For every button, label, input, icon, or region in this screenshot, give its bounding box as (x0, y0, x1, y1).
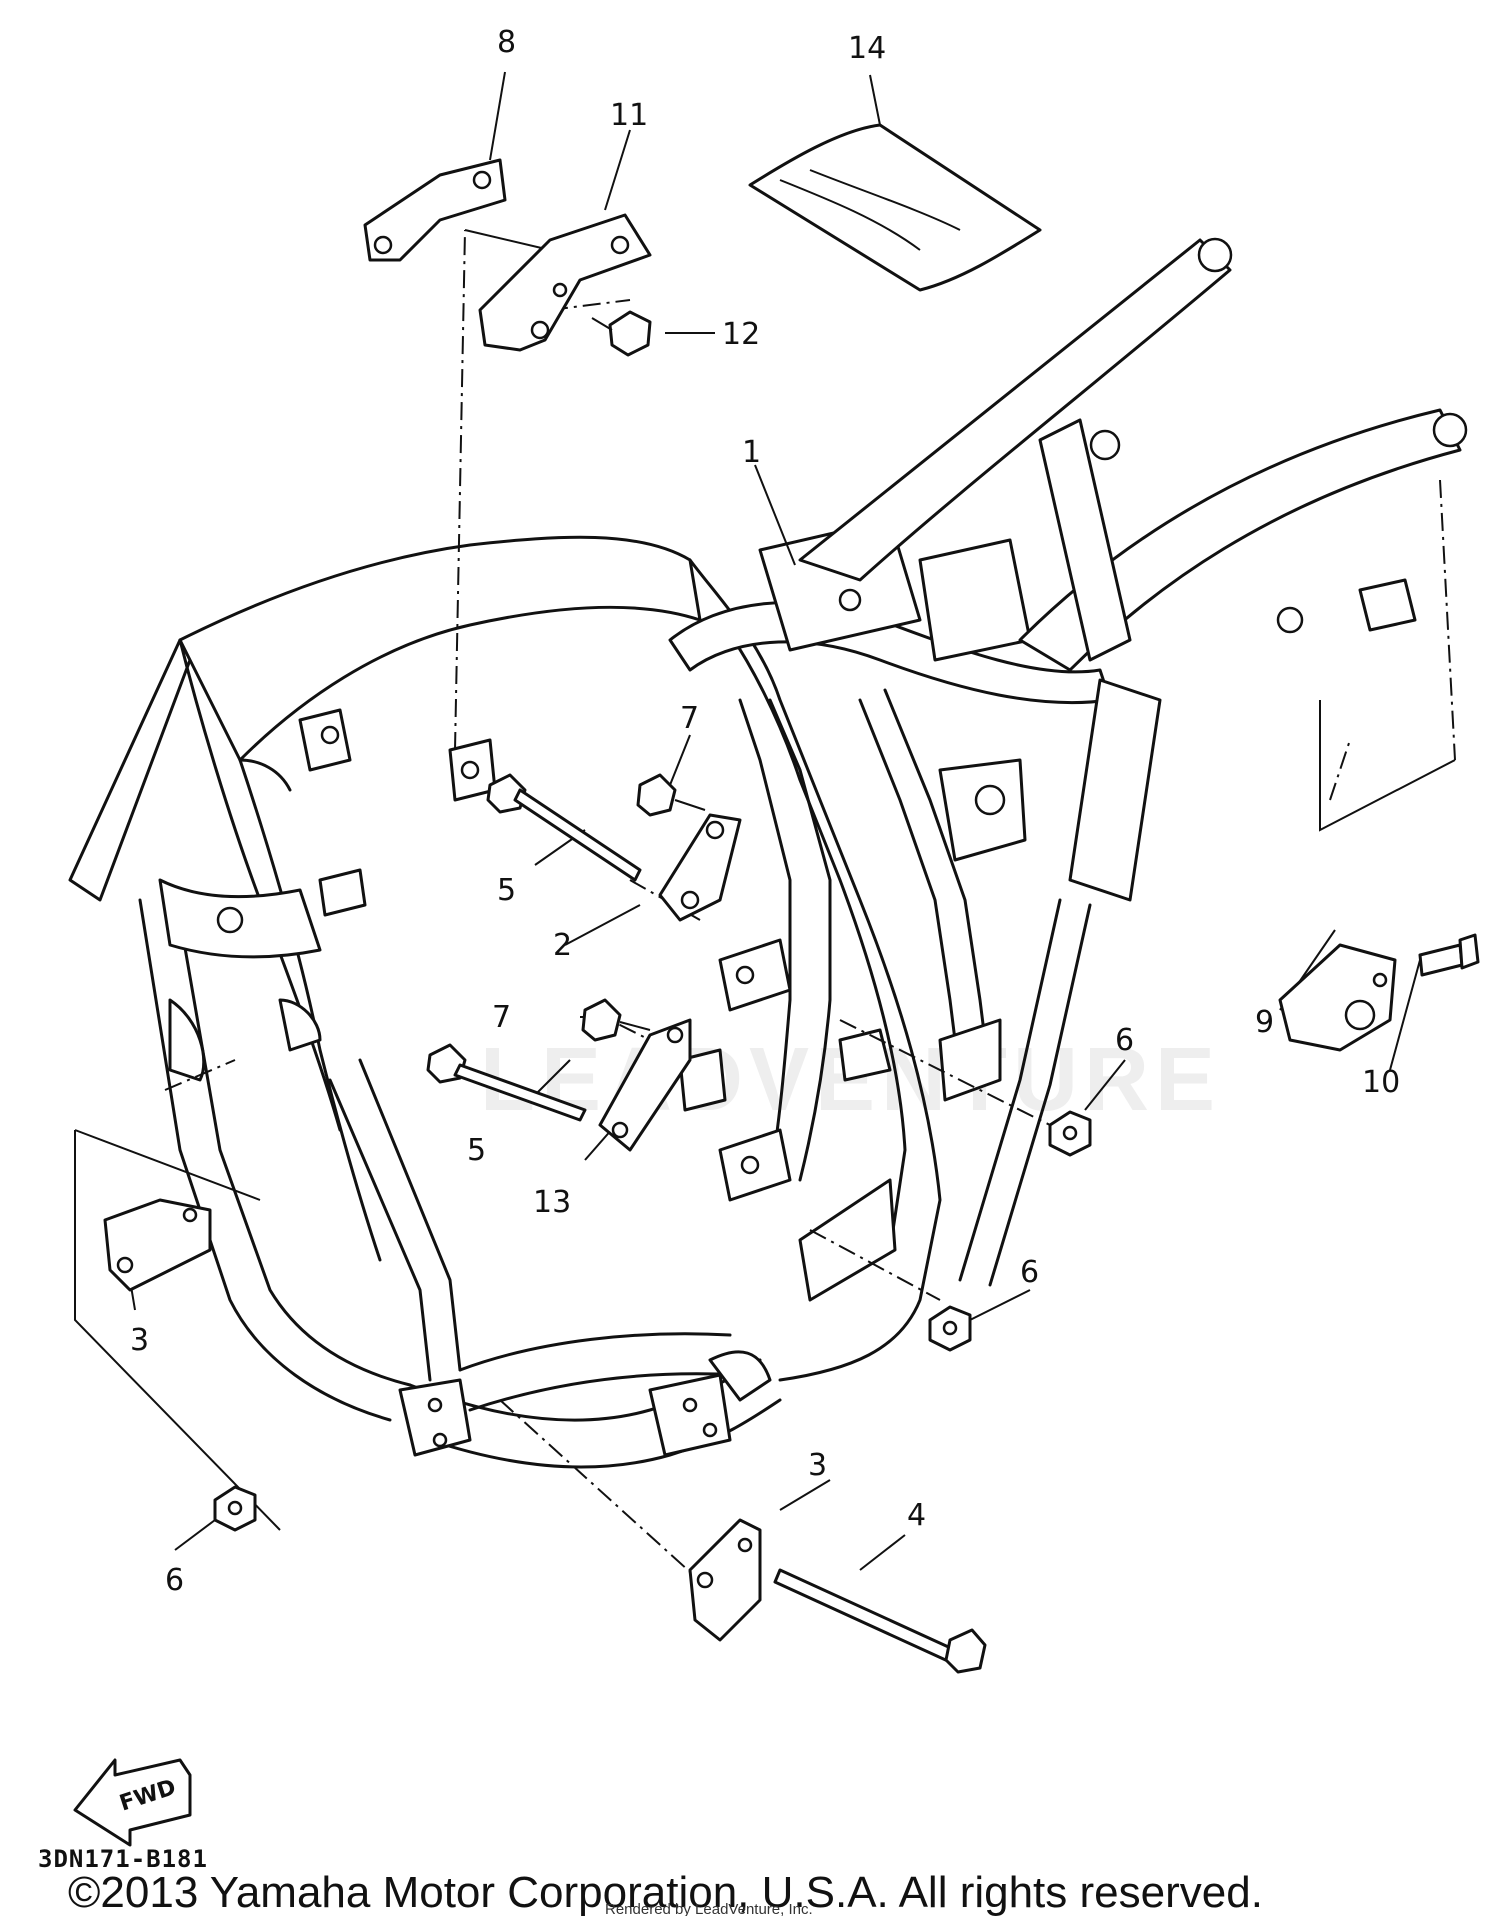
part-6-nut-upper (1048, 1110, 1092, 1157)
part-label-6-upper: 6 (1115, 1023, 1134, 1058)
part-11-bracket (478, 213, 652, 352)
part-3-bracket-left (103, 1198, 212, 1292)
part-label-6-lower: 6 (165, 1563, 184, 1598)
part-label-5-lower: 5 (467, 1133, 486, 1168)
part-label-9: 9 (1255, 1005, 1274, 1040)
part-7-bolt-lower (581, 998, 651, 1042)
fwd-arrow-icon: FWD (73, 1758, 192, 1847)
part-5-bolt-upper (486, 773, 642, 882)
part-number-labels: 1 2 3 3 4 5 5 6 6 6 7 7 8 9 10 11 12 13 … (130, 25, 1400, 1598)
diagram-reference-code: 3DN171-B181 (38, 1845, 208, 1873)
rendered-by-credit: Rendered by LeadVenture, Inc. (605, 1901, 813, 1916)
part-label-8: 8 (497, 25, 516, 60)
part-label-4: 4 (907, 1498, 926, 1533)
leader-lines (74, 71, 1456, 1591)
part-label-3-right: 3 (808, 1448, 827, 1483)
part-label-5-upper: 5 (497, 873, 516, 908)
copyright-notice: ©2013 Yamaha Motor Corporation, U.S.A. A… (68, 1868, 1263, 1916)
part-8-bracket (363, 158, 507, 262)
part-label-6-middle: 6 (1020, 1255, 1039, 1290)
part-label-7-upper: 7 (680, 701, 699, 736)
part-6-nut-middle (928, 1305, 972, 1352)
part-label-11: 11 (610, 98, 648, 133)
part-label-7-lower: 7 (492, 1000, 511, 1035)
part-10-screw (1418, 933, 1480, 977)
part-label-2: 2 (553, 928, 572, 963)
part-6-nut-lower (213, 1485, 257, 1532)
part-label-14: 14 (848, 31, 886, 66)
main-frame (68, 237, 1468, 1469)
part-12-bolt (591, 310, 652, 357)
part-label-10: 10 (1362, 1065, 1400, 1100)
part-label-1: 1 (742, 435, 761, 470)
part-7-bolt-upper (636, 773, 706, 817)
part-3-bracket-right (688, 1518, 762, 1642)
part-4-bolt (773, 1568, 987, 1674)
part-13-plate (598, 1018, 692, 1152)
part-9-bracket (1278, 943, 1397, 1052)
part-label-13: 13 (533, 1185, 571, 1220)
part-5-bolt-lower (426, 1043, 587, 1122)
part-14-rubber-mat (748, 123, 1042, 292)
part-label-12: 12 (722, 317, 760, 352)
part-2-plate (658, 813, 742, 922)
part-label-3-left: 3 (130, 1323, 149, 1358)
